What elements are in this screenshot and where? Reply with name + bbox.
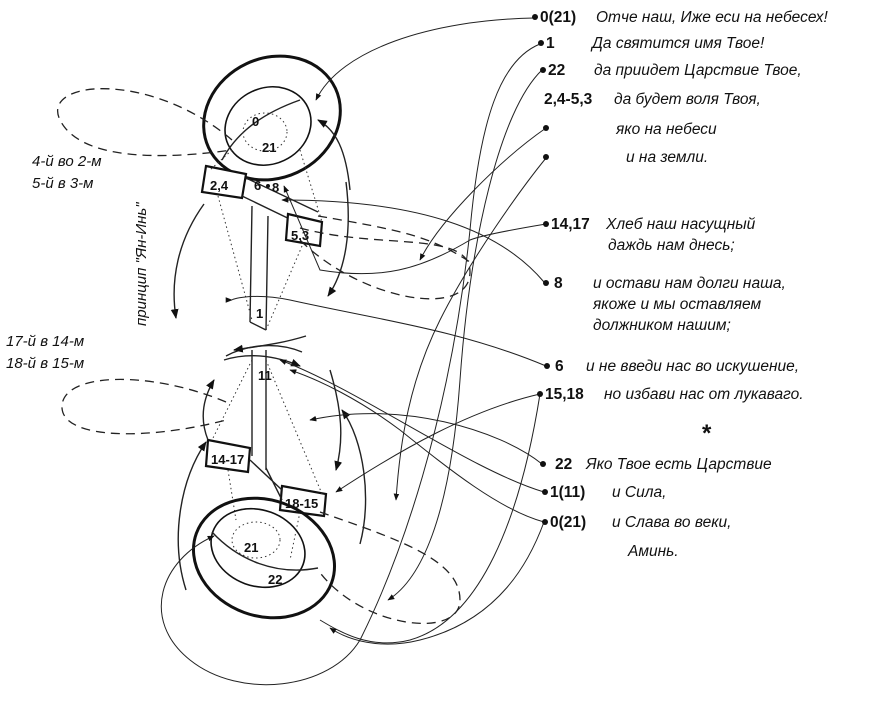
stem-label-11: 11 [258, 368, 272, 383]
center-label-6: 6 [254, 178, 261, 193]
side-note-upper-1: 4-й во 2-м [32, 153, 101, 170]
verse-text-line-2: Аминь. [627, 543, 679, 560]
verse-2: 22 да приидет Царствие Твое, [540, 62, 802, 79]
verse-number: 14,17 [551, 216, 590, 233]
upper-right-block-label: 5,3 [291, 228, 309, 243]
verse-text: но избави нас от лукаваго. [604, 386, 804, 403]
verse-11: 1(11) и Сила, [542, 484, 666, 501]
verse-number: 22 [555, 456, 572, 473]
verse-text: Да святится имя Твое! [590, 35, 765, 52]
verse-number: 15,18 [545, 386, 584, 403]
verse-0: 0(21) Отче наш, Иже еси на небесех! [532, 9, 829, 26]
verse-5: и на земли. [543, 149, 708, 166]
verse-text-line-2: даждь нам днесь; [608, 237, 735, 254]
side-note-lower-2: 18-й в 15-м [6, 355, 84, 372]
side-note-lower-1: 17-й в 14-м [6, 333, 84, 350]
verse-9: 15,18 но избави нас от лукаваго. [537, 386, 804, 403]
verse-number: 1 [546, 35, 555, 52]
top-ring-label-0: 0 [252, 114, 259, 129]
verse-number: 2,4-5,3 [544, 91, 593, 108]
verse-text: да приидет Царствие Твое, [594, 62, 802, 79]
upper-cross: 2,4 5,3 1 6 8 [200, 149, 324, 331]
stem-label-1: 1 [256, 306, 263, 321]
verse-12: 0(21) и Слава во веки, Аминь. [542, 514, 731, 560]
verse-8: 6 и не введи нас во искушение, [544, 358, 799, 375]
side-notes: 4-й во 2-м 5-й в 3-м принцип "Ян-Инь" 17… [6, 153, 150, 372]
verse-text-line-2: якоже и мы оставляем [592, 296, 762, 313]
verse-10: 22 Яко Твое есть Царствие [540, 456, 772, 473]
verse-text: и на земли. [626, 149, 708, 166]
verse-6: 14,17 Хлеб наш насущный даждь нам днесь; [543, 216, 756, 254]
verse-4: яко на небеси [543, 121, 717, 138]
bottom-ring-label-22: 22 [268, 572, 282, 587]
bottom-ring: 21 22 [191, 496, 337, 620]
verse-text: яко на небеси [615, 121, 717, 138]
lower-cross: 11 14-17 18-15 [204, 344, 328, 561]
dashed-loops [57, 88, 471, 625]
verse-text: Отче наш, Иже еси на небесех! [596, 9, 829, 26]
center-label-8: 8 [272, 180, 279, 195]
side-note-upper-2: 5-й в 3-м [32, 175, 93, 192]
verse-text: Яко Твое есть Царствие [585, 456, 772, 473]
verse-text: да будет воля Твоя, [614, 91, 761, 108]
top-ring: 0 21 [202, 54, 342, 182]
side-note-vertical: принцип "Ян-Инь" [133, 202, 150, 326]
lower-right-block-label: 18-15 [285, 496, 318, 511]
verse-list: 0(21) Отче наш, Иже еси на небесех! 1 Да… [532, 9, 829, 560]
verse-number: 0(21) [550, 514, 586, 531]
verse-number: 1(11) [550, 484, 585, 501]
upper-left-block-label: 2,4 [210, 178, 229, 193]
verse-text: и Сила, [612, 484, 666, 501]
verse-number: 0(21) [540, 9, 576, 26]
verse-text: Хлеб наш насущный [605, 216, 756, 233]
verse-text-line-3: должником нашим; [593, 317, 731, 334]
verse-link-lines [160, 17, 547, 686]
lower-left-block-label: 14-17 [211, 452, 244, 467]
verse-text: и остави нам долги наша, [593, 275, 786, 292]
verse-text: и Слава во веки, [612, 514, 731, 531]
verse-number: 6 [555, 358, 564, 375]
verse-number: 8 [554, 275, 563, 292]
top-ring-label-21: 21 [262, 140, 276, 155]
stanza-separator: * [702, 420, 712, 447]
verse-7: 8 и остави нам долги наша, якоже и мы ос… [543, 275, 786, 334]
verse-3: 2,4-5,3 да будет воля Твоя, [544, 91, 761, 108]
verse-text: и не введи нас во искушение, [586, 358, 799, 375]
bottom-ring-label-21: 21 [244, 540, 258, 555]
verse-1: 1 Да святится имя Твое! [538, 35, 765, 52]
structure-arrows [170, 119, 367, 591]
verse-number: 22 [548, 62, 565, 79]
